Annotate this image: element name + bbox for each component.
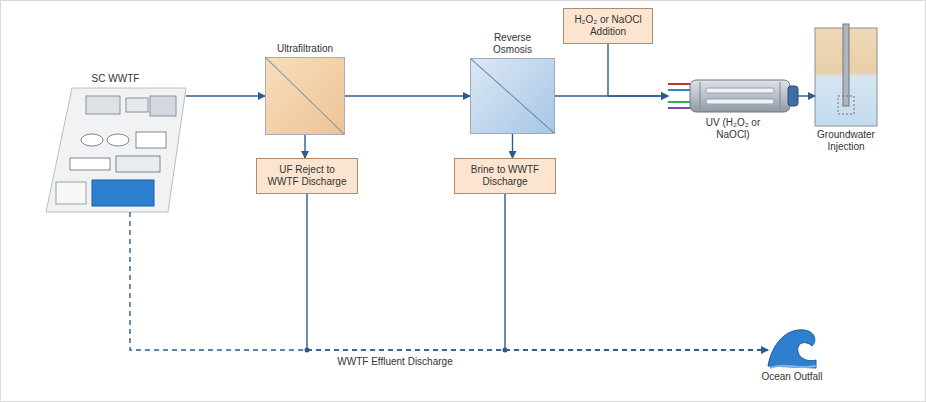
flow-connector <box>503 194 769 353</box>
treatment-plant <box>46 88 186 212</box>
node-label: SC WWTF <box>71 73 161 85</box>
box-label: UF Reject to WWTF Discharge <box>263 164 351 188</box>
node-label: UV (H₂O₂ or NaOCl) <box>688 117 778 141</box>
uv-node: UV (H₂O₂ or NaOCl) <box>668 78 798 114</box>
ultrafiltration-unit: Ultrafiltration <box>265 57 345 135</box>
ocean-wave <box>768 330 816 368</box>
reject-box: UF Reject to WWTF Discharge <box>256 158 358 194</box>
injection-well <box>815 24 877 126</box>
ocean-node: Ocean Outfall <box>768 328 816 368</box>
brine-box: Brine to WWTF Discharge <box>454 158 556 194</box>
node-label: Ocean Outfall <box>752 371 832 383</box>
reverse-osmosis-unit: Reverse Osmosis <box>470 58 555 134</box>
flow-connector <box>798 96 815 97</box>
flow-connector <box>608 44 668 96</box>
node-label: Reverse Osmosis <box>478 32 548 56</box>
box-label: Brine to WWTF Discharge <box>461 164 549 188</box>
groundwater-node: Groundwater Injection <box>815 28 877 126</box>
uv-reactor <box>668 80 798 112</box>
flow-connector <box>305 135 306 158</box>
edge-label: WWTF Effluent Discharge <box>334 356 455 368</box>
flow-connector <box>345 96 470 97</box>
flow-connector <box>512 134 513 158</box>
plant-node: SC WWTF <box>45 88 186 212</box>
node-label: Ultrafiltration <box>255 43 355 55</box>
flow-connector <box>186 96 265 97</box>
node-label: Groundwater Injection <box>806 129 886 153</box>
flow-connector <box>130 212 768 350</box>
chemical-addition-box: H₂O₂ or NaOCl Addition <box>563 8 653 44</box>
flow-connector <box>305 194 769 353</box>
box-label: H₂O₂ or NaOCl Addition <box>570 14 646 38</box>
